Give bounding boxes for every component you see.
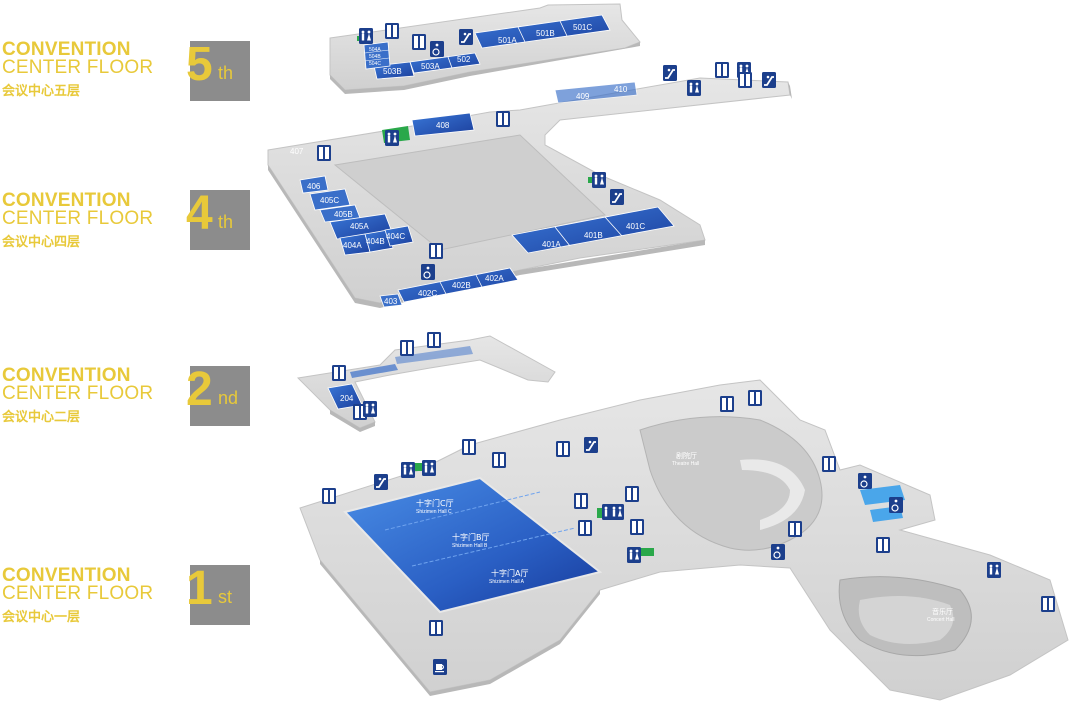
floor4-title-line2: CENTER FLOOR [2, 208, 154, 229]
floor4-legend: CONVENTION CENTER FLOOR 会议中心四层 [2, 190, 252, 250]
svg-text:Shizimen Hall C: Shizimen Hall C [416, 509, 452, 515]
svg-text:十字门B厅: 十字门B厅 [452, 532, 490, 542]
svg-text:501A: 501A [498, 36, 517, 45]
floor5-legend: CONVENTION CENTER FLOOR 会议中心五层 [2, 39, 252, 99]
floor4-suffix: th [218, 212, 234, 232]
svg-text:剧院厅: 剧院厅 [676, 451, 697, 460]
floor1-title-cn: 会议中心一层 [2, 610, 81, 625]
svg-text:402A: 402A [485, 274, 504, 283]
floor4-plan: 408 407 409 410 401A 401B 401C 402A 402B… [267, 62, 792, 308]
svg-text:502: 502 [457, 55, 471, 64]
svg-text:204: 204 [340, 394, 354, 403]
floor1-number: 1 [186, 562, 213, 615]
svg-text:402C: 402C [418, 289, 437, 298]
svg-text:407: 407 [290, 147, 304, 156]
floor5-badge: 5 th [186, 38, 250, 101]
floor5-title-line1: CONVENTION [2, 39, 131, 60]
floor2-title-line1: CONVENTION [2, 365, 131, 386]
floor1-title-line1: CONVENTION [2, 565, 131, 586]
svg-text:十字门A厅: 十字门A厅 [491, 568, 528, 578]
svg-text:405C: 405C [320, 196, 339, 205]
floor2-number: 2 [186, 363, 213, 416]
floor1-plan: 十字门C厅 Shizimen Hall C 十字门B厅 Shizimen Hal… [299, 379, 1069, 701]
svg-text:401A: 401A [542, 240, 561, 249]
floor4-number: 4 [186, 187, 213, 240]
floor4-title-line1: CONVENTION [2, 190, 131, 211]
svg-text:401C: 401C [626, 222, 645, 231]
floor1-suffix: st [218, 587, 233, 607]
svg-text:401B: 401B [584, 231, 603, 240]
svg-text:405B: 405B [334, 210, 353, 219]
svg-text:Shizimen Hall B: Shizimen Hall B [452, 543, 488, 549]
floor2-plan: 204 [296, 332, 556, 432]
svg-text:405A: 405A [350, 222, 369, 231]
svg-text:406: 406 [307, 182, 321, 191]
svg-text:501B: 501B [536, 29, 555, 38]
svg-text:504C: 504C [369, 61, 381, 67]
floor2-legend: CONVENTION CENTER FLOOR 会议中心二层 [2, 365, 252, 425]
floor2-suffix: nd [218, 388, 239, 408]
floor5-plan: 501A 501B 501C 502 503A 503B 504A 504B 5… [329, 3, 641, 94]
svg-text:501C: 501C [573, 23, 592, 32]
floor4-badge: 4 th [186, 187, 250, 250]
svg-text:十字门C厅: 十字门C厅 [416, 498, 454, 508]
floor2-title-line2: CENTER FLOOR [2, 383, 154, 404]
floor1-badge: 1 st [186, 562, 250, 625]
svg-text:Concert Hall: Concert Hall [927, 617, 955, 623]
floor1-title-line2: CENTER FLOOR [2, 583, 154, 604]
svg-text:403: 403 [384, 297, 398, 306]
floor5-title-line2: CENTER FLOOR [2, 57, 154, 78]
floor1-legend: CONVENTION CENTER FLOOR 会议中心一层 [2, 565, 252, 625]
svg-text:408: 408 [436, 121, 450, 130]
svg-text:404C: 404C [386, 232, 405, 241]
floor2-badge: 2 nd [186, 363, 250, 426]
svg-text:504A: 504A [369, 47, 381, 53]
svg-text:404A: 404A [343, 241, 362, 250]
svg-text:音乐厅: 音乐厅 [932, 607, 953, 616]
svg-text:410: 410 [614, 85, 628, 94]
floor2-title-cn: 会议中心二层 [2, 410, 81, 425]
svg-text:402B: 402B [452, 281, 471, 290]
svg-text:Theatre Hall: Theatre Hall [672, 461, 699, 467]
floor5-suffix: th [218, 63, 234, 83]
svg-text:404B: 404B [366, 237, 385, 246]
floor4-title-cn: 会议中心四层 [2, 235, 81, 250]
svg-text:503B: 503B [383, 67, 402, 76]
svg-text:409: 409 [576, 92, 590, 101]
floor5-title-cn: 会议中心五层 [2, 84, 81, 99]
svg-text:Shizimen Hall A: Shizimen Hall A [489, 579, 525, 585]
svg-text:503A: 503A [421, 62, 440, 71]
svg-text:504B: 504B [369, 54, 381, 60]
floor5-number: 5 [186, 38, 213, 91]
